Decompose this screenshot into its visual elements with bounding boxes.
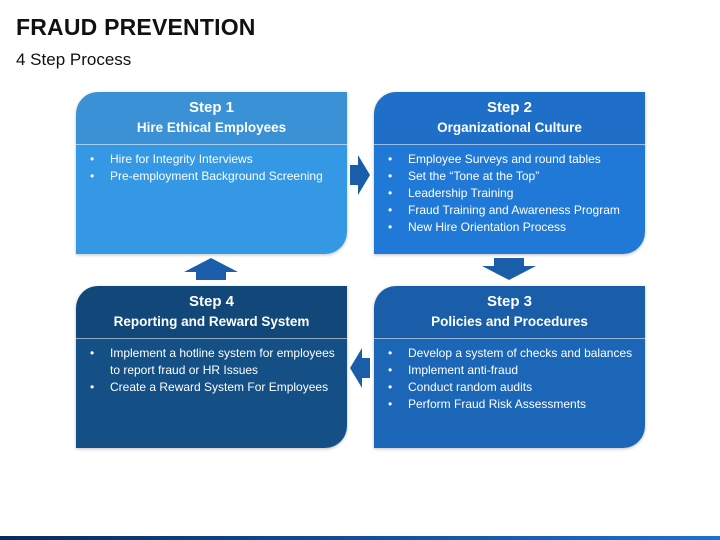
step-1-bullet-list: Hire for Integrity Interviews Pre-employ… — [76, 145, 347, 185]
step-1-body: Hire for Integrity Interviews Pre-employ… — [76, 145, 347, 254]
step-4-header: Step 4 Reporting and Reward System — [76, 286, 347, 339]
step-3-bullet-list: Develop a system of checks and balances … — [374, 339, 645, 413]
step-3-bullet: Implement anti-fraud — [388, 362, 633, 379]
step-4-bullet: Create a Reward System For Employees — [90, 379, 335, 396]
step-2-bullet-list: Employee Surveys and round tables Set th… — [374, 145, 645, 236]
arrow-left-icon — [350, 348, 370, 388]
step-3-title: Policies and Procedures — [431, 314, 588, 329]
step-3-bullet: Conduct random audits — [388, 379, 633, 396]
arrow-up-icon — [184, 258, 238, 280]
step-4-bullet-list: Implement a hotline system for employees… — [76, 339, 347, 396]
step-1-header: Step 1 Hire Ethical Employees — [76, 92, 347, 145]
step-2-card: Step 2 Organizational Culture Employee S… — [374, 92, 645, 254]
arrow-down-icon — [482, 258, 536, 280]
step-3-card: Step 3 Policies and Procedures Develop a… — [374, 286, 645, 448]
step-4-bullet: Implement a hotline system for employees… — [90, 345, 335, 379]
step-2-header: Step 2 Organizational Culture — [374, 92, 645, 145]
step-1-bullet: Pre-employment Background Screening — [90, 168, 335, 185]
step-2-bullet: Fraud Training and Awareness Program — [388, 202, 633, 219]
step-3-body: Develop a system of checks and balances … — [374, 339, 645, 448]
step-1-title: Hire Ethical Employees — [136, 120, 287, 135]
step-3-header: Step 3 Policies and Procedures — [374, 286, 645, 339]
page-subtitle: 4 Step Process — [16, 50, 132, 69]
step-1-card: Step 1 Hire Ethical Employees Hire for I… — [76, 92, 347, 254]
step-3-number: Step 3 — [486, 293, 532, 310]
step-4-title: Reporting and Reward System — [113, 314, 310, 329]
step-2-body: Employee Surveys and round tables Set th… — [374, 145, 645, 254]
step-2-bullet: New Hire Orientation Process — [388, 219, 633, 236]
step-2-bullet: Employee Surveys and round tables — [388, 151, 633, 168]
step-4-number: Step 4 — [188, 293, 234, 310]
step-4-card: Step 4 Reporting and Reward System Imple… — [76, 286, 347, 448]
step-2-bullet: Leadership Training — [388, 185, 633, 202]
page-title: FRAUD PREVENTION — [16, 14, 256, 40]
step-2-number: Step 2 — [486, 99, 532, 116]
step-2-bullet: Set the “Tone at the Top” — [388, 168, 633, 185]
step-2-title: Organizational Culture — [437, 120, 582, 135]
step-4-body: Implement a hotline system for employees… — [76, 339, 347, 448]
step-1-number: Step 1 — [188, 99, 234, 116]
step-3-bullet: Perform Fraud Risk Assessments — [388, 396, 633, 413]
step-3-bullet: Develop a system of checks and balances — [388, 345, 633, 362]
arrow-right-icon — [350, 155, 370, 195]
step-1-bullet: Hire for Integrity Interviews — [90, 151, 335, 168]
footer-bar — [0, 536, 720, 540]
